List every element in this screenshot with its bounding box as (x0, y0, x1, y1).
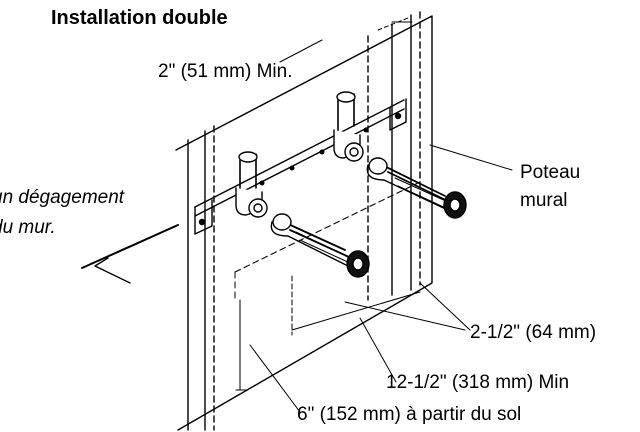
clearance-label-line2: du mur. (0, 217, 56, 238)
dim-12-5in-label: 12-1/2" (318 mm) Min (386, 372, 570, 393)
min-2in-label: 2" (51 mm) Min. (158, 61, 293, 82)
diagram-title: Installation double (51, 7, 228, 29)
left-wall-stud (187, 125, 215, 431)
mounting-bracket (194, 98, 407, 235)
stud-label-line2: mural (520, 190, 568, 211)
dim-6in-label: 6" (152 mm) à partir du sol (297, 404, 522, 425)
left-valve-assembly (235, 151, 370, 278)
stud-label-line1: Poteau (520, 162, 581, 183)
floor-line (81, 224, 179, 284)
right-valve-assembly (333, 91, 467, 219)
clearance-label-line1: un dégagement (0, 187, 125, 208)
dim-2-5in-label: 2-1/2" (64 mm) (470, 322, 597, 343)
dimension-lines (234, 17, 513, 413)
